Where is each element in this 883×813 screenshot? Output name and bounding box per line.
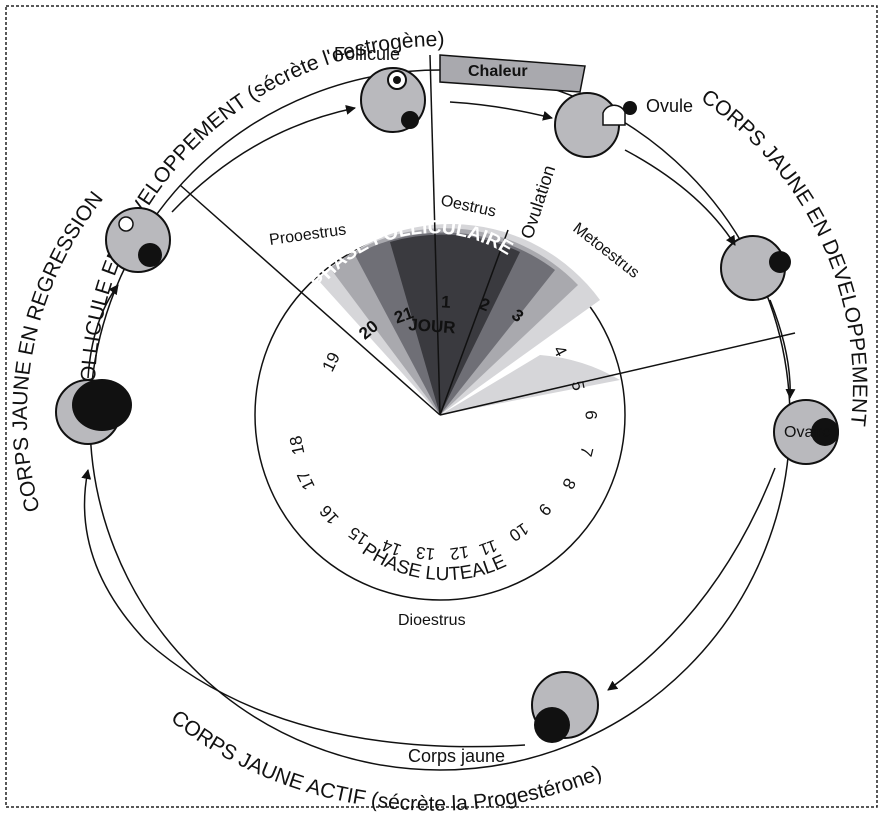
stage-prooestrus: Prooestrus xyxy=(268,221,347,249)
label-ovaire: Ovaire xyxy=(784,424,831,441)
ovary-corps-jaune xyxy=(532,672,598,743)
arrow-ovaire-to-corps-jaune xyxy=(608,468,775,690)
chaleur-label: Chaleur xyxy=(468,63,528,80)
stage-oestrus: Oestrus xyxy=(439,192,497,220)
label-follicule: Follicule xyxy=(334,44,400,64)
day-1: 1 xyxy=(441,292,451,311)
day-18: 18 xyxy=(286,434,309,456)
day-13: 13 xyxy=(415,543,436,564)
stage-dioestrus: Dioestrus xyxy=(398,612,466,629)
stage-metoestrus: Metoestrus xyxy=(570,220,643,282)
label-ovulation: Ovulation xyxy=(517,163,560,242)
ovary-regression xyxy=(106,208,170,272)
jour-label: JOUR xyxy=(408,315,456,337)
day-6: 6 xyxy=(582,410,601,419)
ovary-corpus-developing xyxy=(721,236,791,300)
label-ovule: Ovule xyxy=(646,96,693,116)
ovary-ovaire: Ovaire xyxy=(774,400,839,464)
ovary-ovulation xyxy=(555,93,637,157)
label-corps-jaune: Corps jaune xyxy=(408,746,505,766)
ovary-regressing-large xyxy=(56,379,132,444)
arrow-follicle-to-ovulation xyxy=(450,102,552,118)
day-12: 12 xyxy=(449,542,470,563)
chaleur-bar: Chaleur xyxy=(440,55,585,92)
ovary-follicle xyxy=(361,68,425,132)
